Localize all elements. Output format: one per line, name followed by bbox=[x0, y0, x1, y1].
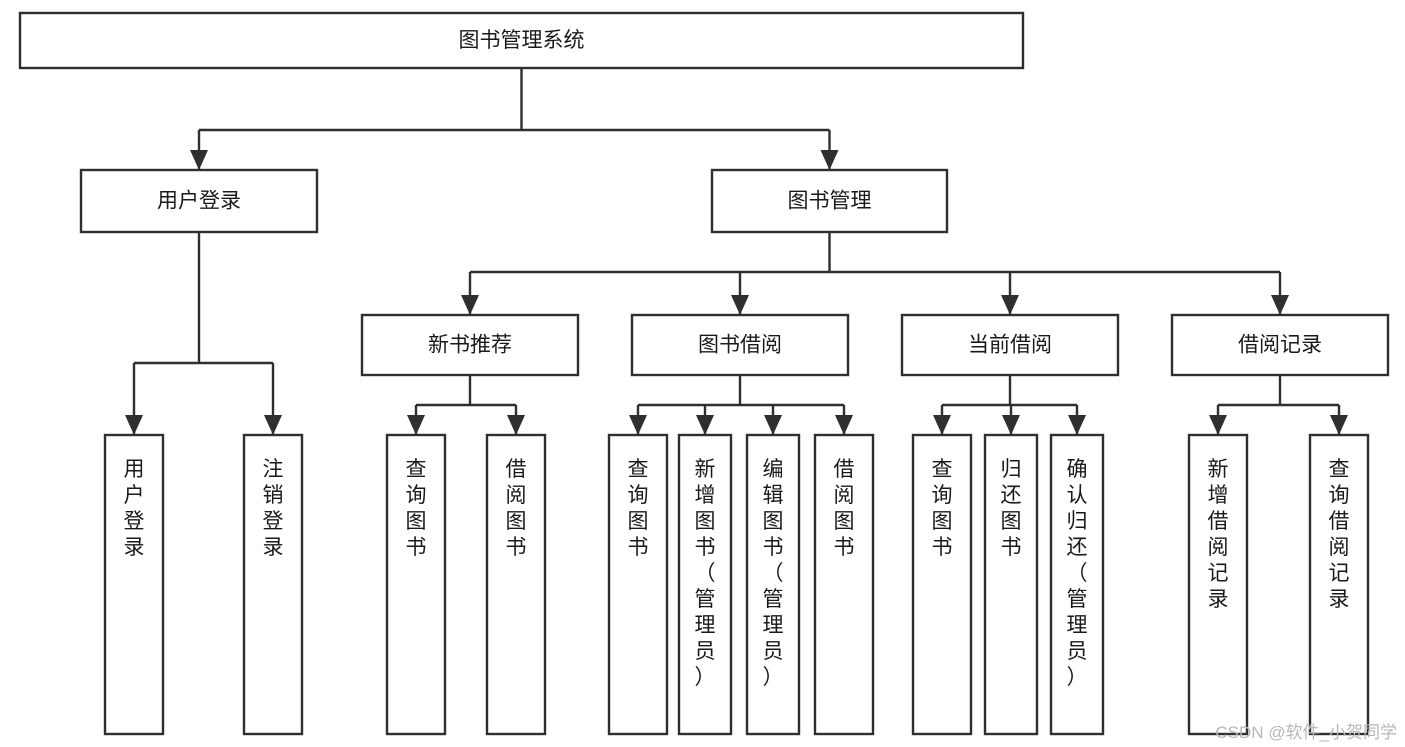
level2-node-3[interactable]: 借阅记录 bbox=[1170, 313, 1390, 377]
level2-3-to-leaves-arrow-1 bbox=[1330, 415, 1348, 435]
level1-node-1[interactable]: 图书管理 bbox=[710, 168, 949, 234]
leaf-node-9[interactable]: 归还图书 bbox=[983, 433, 1039, 736]
level1-node-0[interactable]: 用户登录 bbox=[79, 168, 319, 234]
leaf-node-3[interactable]: 借阅图书 bbox=[485, 433, 547, 736]
root-node-book-management-system[interactable]: 图书管理系统 bbox=[18, 11, 1025, 70]
edges-layer bbox=[125, 68, 1348, 435]
leaf-node-12-box[interactable] bbox=[1308, 433, 1370, 736]
book-mgmt-to-level2-arrow-3 bbox=[1271, 295, 1289, 315]
leaf-node-0[interactable]: 用户登录 bbox=[103, 433, 165, 736]
leaf-node-4-box[interactable] bbox=[607, 433, 669, 736]
leaf-node-1[interactable]: 注销登录 bbox=[242, 433, 304, 736]
leaf-node-0-label: 用户登录 bbox=[124, 458, 145, 559]
leaf-node-8[interactable]: 查询图书 bbox=[911, 433, 973, 736]
root-node-book-management-system-label: 图书管理系统 bbox=[459, 29, 585, 52]
leaf-node-5-box[interactable] bbox=[677, 433, 733, 736]
leaf-node-1-box[interactable] bbox=[242, 433, 304, 736]
level2-node-1-label: 图书借阅 bbox=[698, 334, 782, 357]
root-to-level1-arrow-1 bbox=[820, 150, 839, 170]
user-login-to-leaves-arrow-1 bbox=[264, 415, 282, 435]
leaf-node-8-box[interactable] bbox=[911, 433, 973, 736]
leaf-node-4[interactable]: 查询图书 bbox=[607, 433, 669, 736]
level2-1-to-leaves-arrow-2 bbox=[764, 415, 782, 435]
level2-node-0-label: 新书推荐 bbox=[428, 334, 512, 357]
book-mgmt-to-level2-arrow-0 bbox=[461, 295, 479, 315]
level2-node-1[interactable]: 图书借阅 bbox=[630, 313, 850, 377]
leaf-node-3-label: 借阅图书 bbox=[506, 458, 527, 559]
level2-1-to-leaves-arrow-1 bbox=[696, 415, 714, 435]
leaf-node-7-box[interactable] bbox=[813, 433, 875, 736]
leaf-node-2-label: 查询图书 bbox=[406, 458, 427, 559]
leaf-node-9-box[interactable] bbox=[983, 433, 1039, 736]
leaf-node-11[interactable]: 新增借阅记录 bbox=[1187, 433, 1249, 736]
leaf-node-10[interactable]: 确认归还（管理员） bbox=[1049, 433, 1105, 736]
level2-2-to-leaves-arrow-2 bbox=[1068, 415, 1086, 435]
leaf-node-9-label: 归还图书 bbox=[1001, 458, 1022, 559]
leaf-node-12[interactable]: 查询借阅记录 bbox=[1308, 433, 1370, 736]
leaf-node-10-box[interactable] bbox=[1049, 433, 1105, 736]
level1-node-0-box[interactable] bbox=[79, 168, 319, 234]
leaf-node-11-label: 新增借阅记录 bbox=[1208, 458, 1229, 611]
level2-0-to-leaves-arrow-1 bbox=[507, 415, 525, 435]
root-to-level1-arrow-0 bbox=[190, 150, 208, 170]
leaf-node-6-label: 编辑图书（管理员） bbox=[763, 458, 784, 689]
user-login-to-leaves-arrow-0 bbox=[125, 415, 143, 435]
level2-node-0[interactable]: 新书推荐 bbox=[360, 313, 580, 377]
level2-1-to-leaves-arrow-0 bbox=[629, 415, 647, 435]
leaf-node-12-label: 查询借阅记录 bbox=[1329, 458, 1350, 611]
leaf-node-3-box[interactable] bbox=[485, 433, 547, 736]
level2-2-to-leaves-arrow-0 bbox=[933, 415, 951, 435]
leaf-node-4-label: 查询图书 bbox=[628, 458, 649, 559]
level2-node-2[interactable]: 当前借阅 bbox=[900, 313, 1120, 377]
leaf-node-10-label: 确认归还（管理员） bbox=[1067, 458, 1088, 689]
leaf-node-0-box[interactable] bbox=[103, 433, 165, 736]
leaf-node-5-label: 新增图书（管理员） bbox=[695, 458, 716, 689]
level2-node-1-box[interactable] bbox=[630, 313, 850, 377]
book-mgmt-to-level2-arrow-1 bbox=[731, 295, 749, 315]
level2-0-to-leaves-arrow-0 bbox=[407, 415, 425, 435]
leaf-node-11-box[interactable] bbox=[1187, 433, 1249, 736]
level2-node-3-box[interactable] bbox=[1170, 313, 1390, 377]
book-mgmt-to-level2-arrow-2 bbox=[1001, 295, 1019, 315]
level2-node-2-box[interactable] bbox=[900, 313, 1120, 377]
leaf-node-6[interactable]: 编辑图书（管理员） bbox=[745, 433, 801, 736]
level2-node-2-label: 当前借阅 bbox=[968, 334, 1052, 357]
nodes-layer: 图书管理系统用户登录图书管理新书推荐图书借阅当前借阅借阅记录用户登录注销登录查询… bbox=[18, 11, 1390, 736]
level2-3-to-leaves-arrow-0 bbox=[1209, 415, 1227, 435]
level2-node-0-box[interactable] bbox=[360, 313, 580, 377]
leaf-node-1-label: 注销登录 bbox=[263, 458, 284, 559]
csdn-watermark: CSDN @软件_小贺同学 bbox=[1215, 723, 1397, 742]
root-node-book-management-system-box[interactable] bbox=[18, 11, 1025, 70]
level1-node-1-label: 图书管理 bbox=[788, 190, 872, 213]
level2-2-to-leaves-arrow-1 bbox=[1002, 415, 1020, 435]
level2-1-to-leaves-arrow-3 bbox=[835, 415, 853, 435]
level2-node-3-label: 借阅记录 bbox=[1238, 334, 1322, 357]
level1-node-0-label: 用户登录 bbox=[157, 190, 241, 213]
leaf-node-6-box[interactable] bbox=[745, 433, 801, 736]
leaf-node-5[interactable]: 新增图书（管理员） bbox=[677, 433, 733, 736]
leaf-node-7[interactable]: 借阅图书 bbox=[813, 433, 875, 736]
level1-node-1-box[interactable] bbox=[710, 168, 949, 234]
leaf-node-8-label: 查询图书 bbox=[932, 458, 953, 559]
leaf-node-7-label: 借阅图书 bbox=[834, 458, 855, 559]
leaf-node-2[interactable]: 查询图书 bbox=[385, 433, 447, 736]
leaf-node-2-box[interactable] bbox=[385, 433, 447, 736]
